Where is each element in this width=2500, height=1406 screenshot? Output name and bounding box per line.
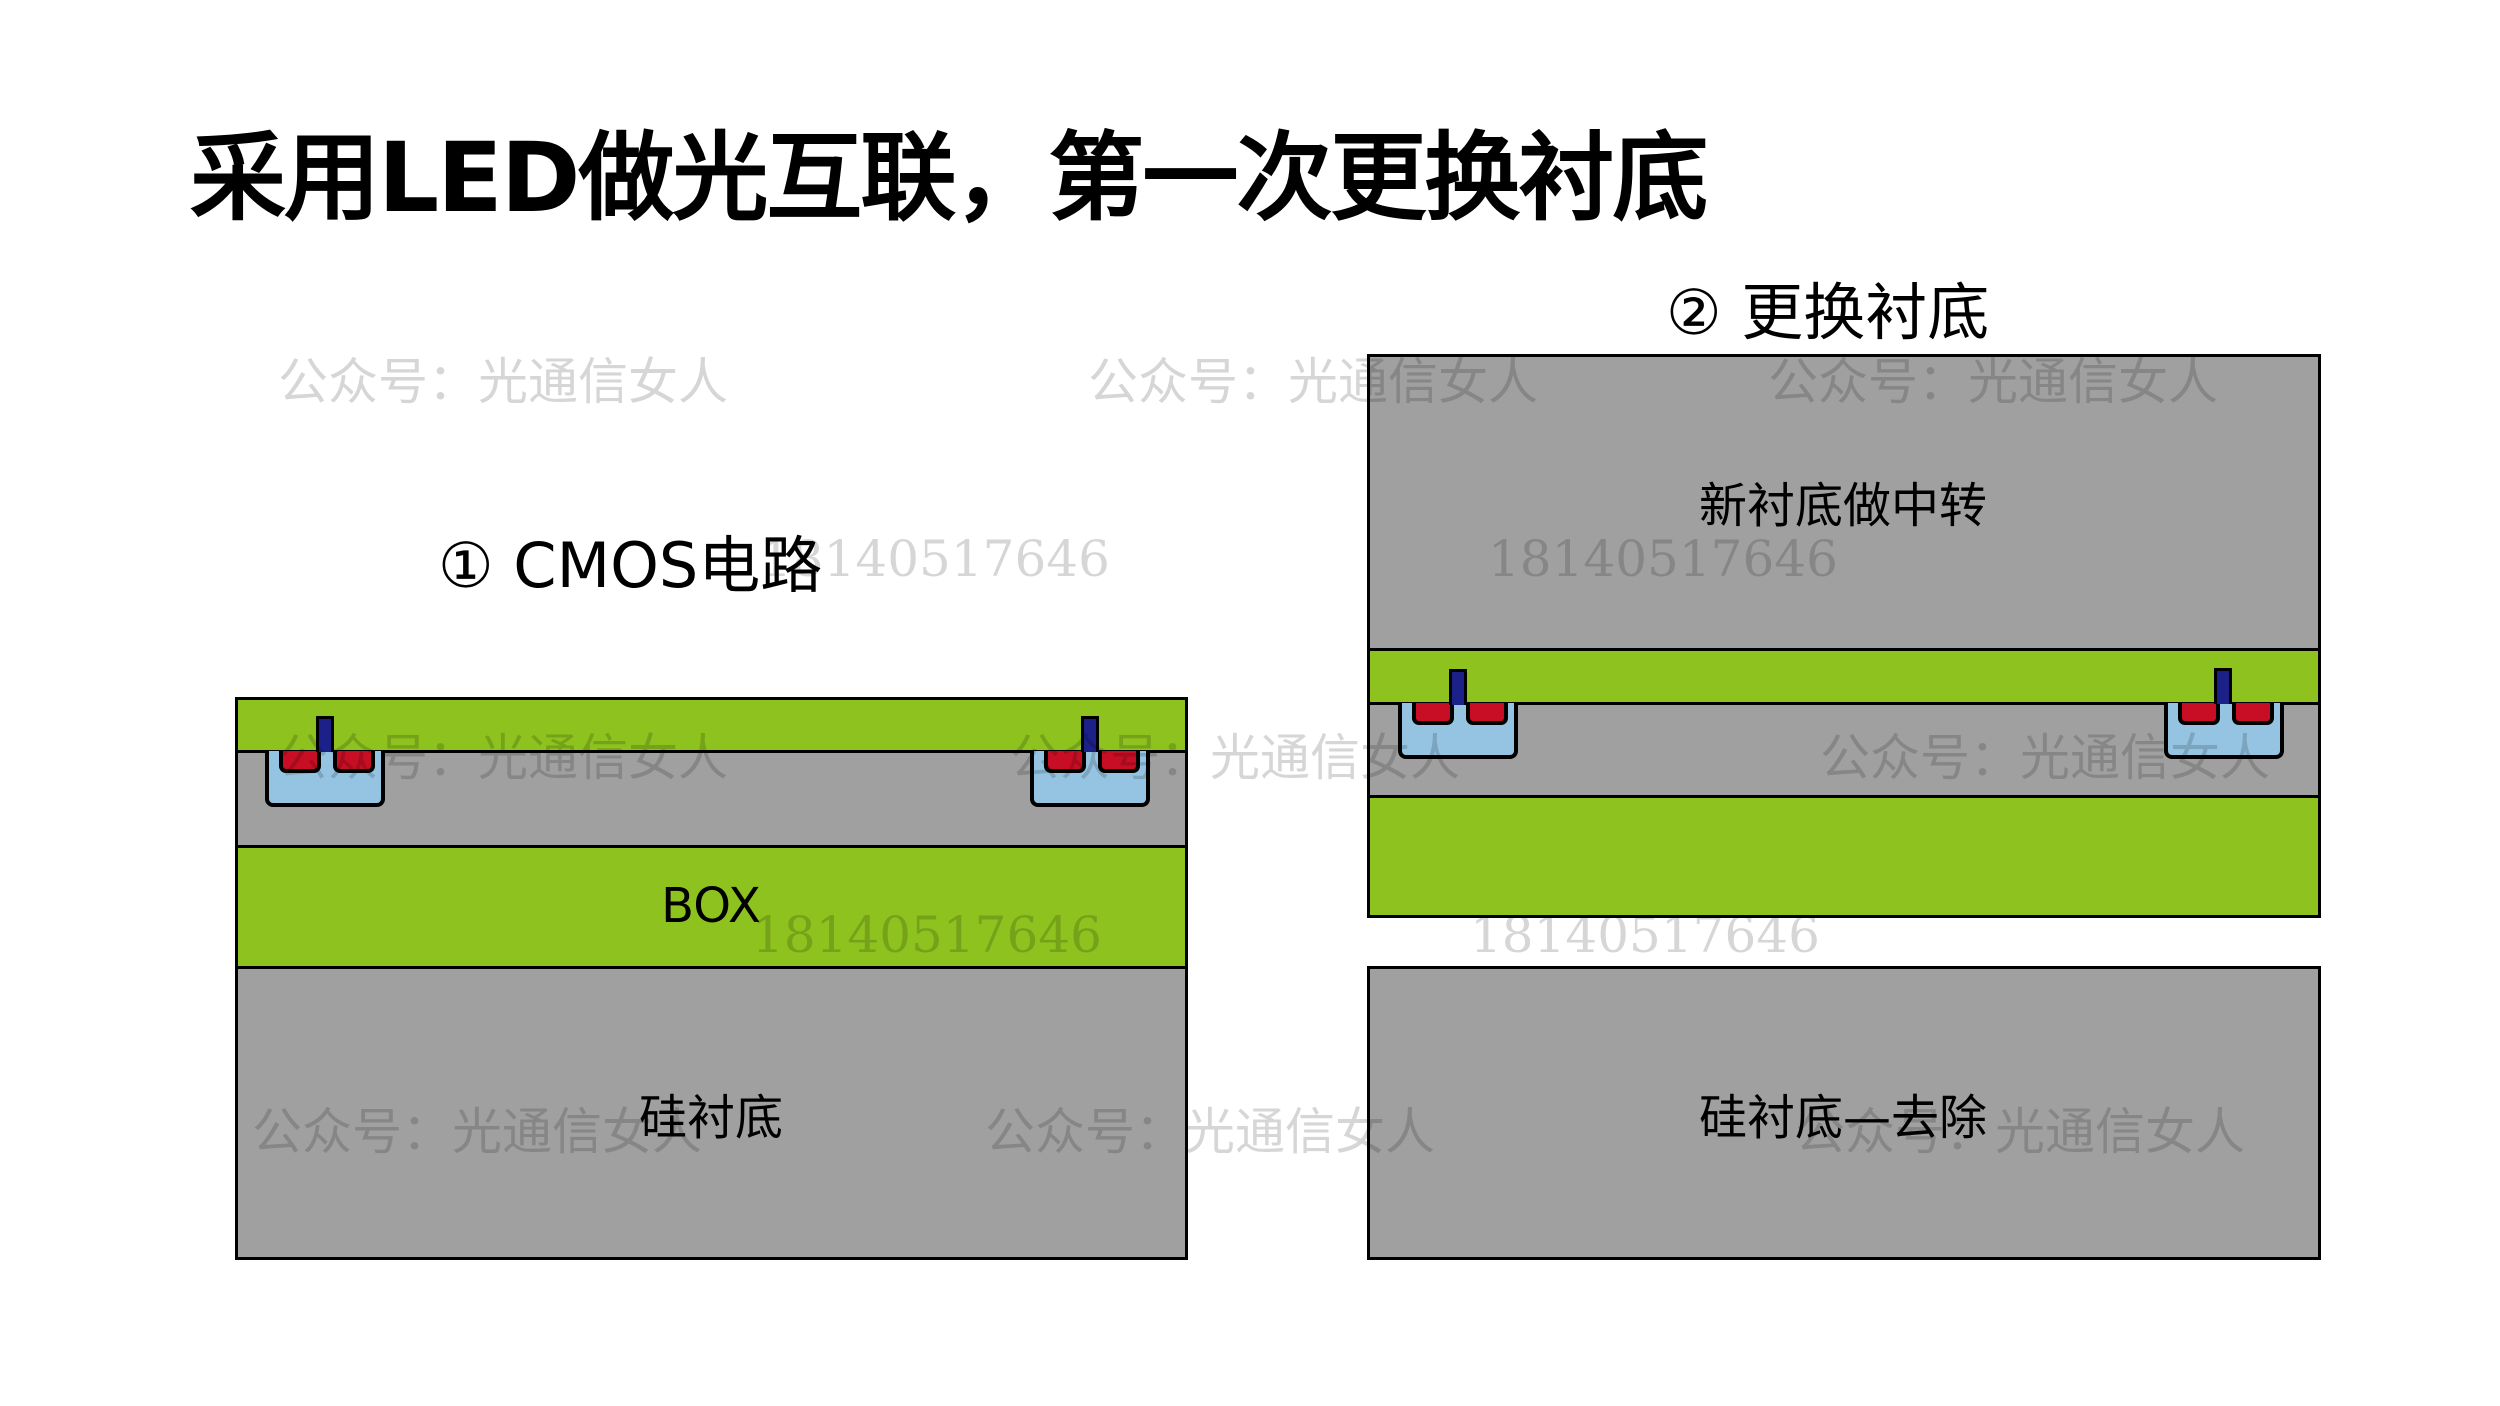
substrate-label: 硅衬底 xyxy=(638,1090,784,1146)
led-device xyxy=(1030,751,1150,807)
led-device xyxy=(2164,703,2284,759)
box-layer xyxy=(1367,795,2321,918)
led-device xyxy=(1398,703,1518,759)
top-oxide-layer xyxy=(235,697,1188,753)
silicon-substrate xyxy=(235,966,1188,1260)
step2-label: ② 更换衬底 xyxy=(1666,276,1990,349)
removed-silicon-substrate xyxy=(1367,966,2321,1260)
new-substrate xyxy=(1367,354,2321,651)
contact xyxy=(2214,668,2232,704)
box-label: BOX xyxy=(661,878,761,934)
contact xyxy=(1081,716,1099,752)
removed-substrate-label: 硅衬底—去除 xyxy=(1698,1090,1988,1146)
contact xyxy=(316,716,334,752)
top-oxide-layer xyxy=(1367,648,2321,705)
new-substrate-label: 新衬底做中转 xyxy=(1698,478,1988,534)
contact xyxy=(1449,669,1467,705)
watermark: 公众号：光通信女人 xyxy=(278,353,728,411)
led-device xyxy=(265,751,385,807)
slide-title: 采用LED做光互联，第一次更换衬底 xyxy=(190,122,1708,234)
device-silicon-layer xyxy=(235,750,1188,848)
step1-label: ① CMOS电路 xyxy=(438,529,823,602)
